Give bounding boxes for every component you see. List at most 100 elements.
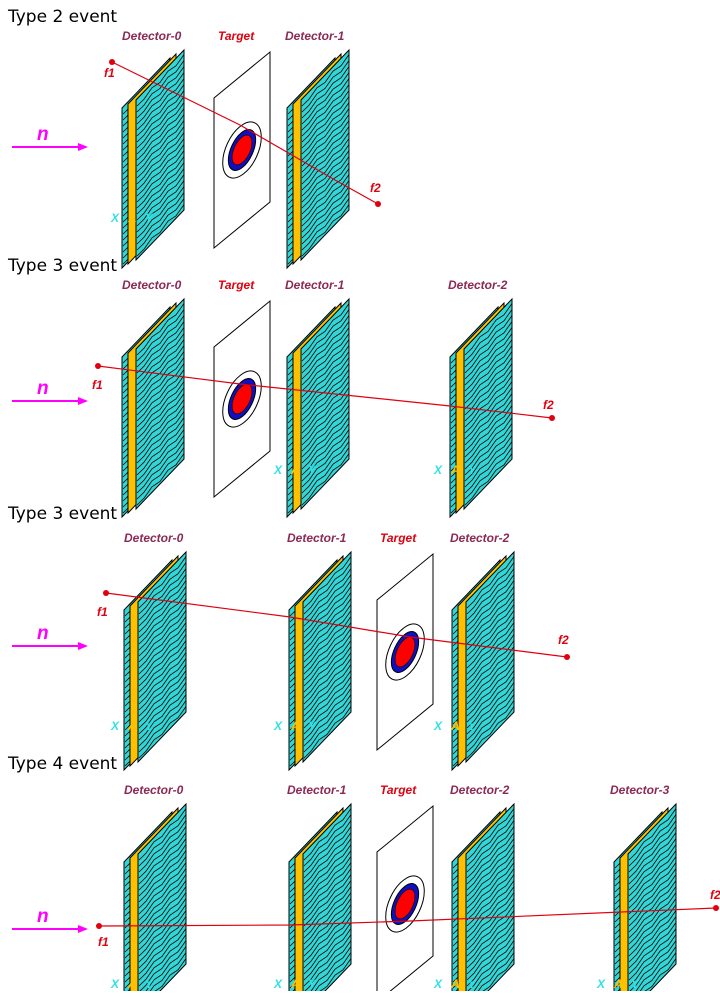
plane-label-y: Y (468, 463, 477, 477)
fragment-end-dot (549, 415, 555, 421)
fragment-end-dot (564, 654, 570, 660)
fragment-track (98, 907, 717, 927)
plane-label-y: Y (308, 463, 317, 477)
target (376, 804, 434, 996)
plane-label-a: A (613, 977, 623, 991)
fragment-end-dot (375, 201, 381, 207)
target-ring-outer (385, 875, 425, 933)
detector-stack (286, 48, 350, 270)
detector-stack (123, 802, 187, 996)
plane-texture (301, 54, 350, 257)
panel-title: Type 4 event (7, 754, 117, 774)
fragment-start-dot (96, 923, 102, 929)
beam-arrow-head (78, 397, 88, 405)
target-ring-outer (385, 623, 425, 681)
plane-texture (138, 808, 187, 996)
fragment-label-f1: f1 (104, 66, 115, 80)
panel-title: Type 2 event (7, 7, 117, 27)
fragment-end-dot (713, 905, 719, 911)
detector-stack (449, 297, 513, 519)
beam-label: n (37, 906, 49, 927)
plane-texture (136, 54, 185, 257)
beam-label: n (37, 124, 49, 145)
plane-label-x: X (273, 463, 283, 477)
plane-texture (303, 556, 352, 759)
target-ring-outer (222, 121, 262, 179)
plane-label-x: X (433, 719, 443, 733)
target (213, 50, 271, 250)
target (213, 299, 271, 499)
plane-label-y: Y (308, 719, 317, 733)
fragment-label-f2: f2 (543, 398, 554, 412)
detector-label: Detector-2 (450, 783, 510, 797)
detector-label: Detector-2 (448, 278, 508, 292)
detector-label: Detector-1 (287, 531, 347, 545)
target-label: Target (380, 531, 417, 545)
detector-label: Detector-1 (285, 278, 345, 292)
plane-label-x: X (110, 719, 120, 733)
target-core (231, 134, 253, 166)
detector-stack (288, 802, 352, 996)
fragment-track (105, 592, 568, 658)
detector-label: Detector-0 (122, 29, 182, 43)
plane-label-a: A (127, 211, 137, 225)
beam-arrow-head (78, 143, 88, 151)
plane-label-y: Y (145, 719, 154, 733)
detector-stack (286, 297, 350, 519)
detector-plane-y (627, 802, 677, 996)
plane-label-x: X (273, 977, 283, 991)
detector-label: Detector-2 (450, 531, 510, 545)
fragment-label-f2: f2 (710, 888, 720, 902)
fragment-label-f1: f1 (97, 605, 108, 619)
detector-label: Detector-0 (124, 783, 184, 797)
beam-label: n (37, 623, 49, 644)
detector-stack (613, 802, 677, 996)
beam-arrow-head (78, 642, 88, 650)
fragment-start-dot (95, 363, 101, 369)
beam-arrow-head (78, 925, 88, 933)
beam-label: n (37, 378, 49, 399)
detector-stack (123, 550, 187, 772)
plane-texture (138, 556, 187, 759)
panel-title: Type 3 event (7, 504, 117, 524)
plane-label-a: A (127, 719, 137, 733)
detector-stack (451, 802, 515, 996)
plane-texture (464, 303, 513, 506)
detector-stack (121, 297, 185, 519)
plane-label-a: A (290, 463, 300, 477)
plane-label-a: A (290, 977, 300, 991)
detector-label: Detector-0 (122, 278, 182, 292)
fragment-label-f2: f2 (558, 633, 569, 647)
plane-label-a: A (127, 977, 137, 991)
fragment-label-f1: f1 (98, 935, 109, 949)
detector-stack (451, 550, 515, 772)
plane-label-a: A (450, 463, 460, 477)
detector-label: Detector-3 (610, 783, 670, 797)
plane-label-y: Y (468, 719, 477, 733)
fragment-track (97, 365, 553, 419)
plane-label-x: X (110, 211, 120, 225)
detector-stack (288, 550, 352, 772)
plane-label-y: Y (468, 977, 477, 991)
plane-label-x: X (433, 977, 443, 991)
plane-label-y: Y (145, 211, 154, 225)
detector-label: Detector-0 (124, 531, 184, 545)
target-label: Target (218, 278, 255, 292)
plane-label-a: A (450, 977, 460, 991)
plane-texture (628, 808, 677, 996)
plane-texture (466, 556, 515, 759)
fragment-label-f1: f1 (92, 378, 103, 392)
target-ring-outer (222, 370, 262, 428)
fragment-start-dot (109, 59, 115, 65)
detector-label: Detector-1 (287, 783, 347, 797)
target-core (394, 888, 416, 920)
plane-label-x: X (273, 719, 283, 733)
fragment-label-f2: f2 (370, 181, 381, 195)
detector-plane-y (465, 802, 515, 996)
